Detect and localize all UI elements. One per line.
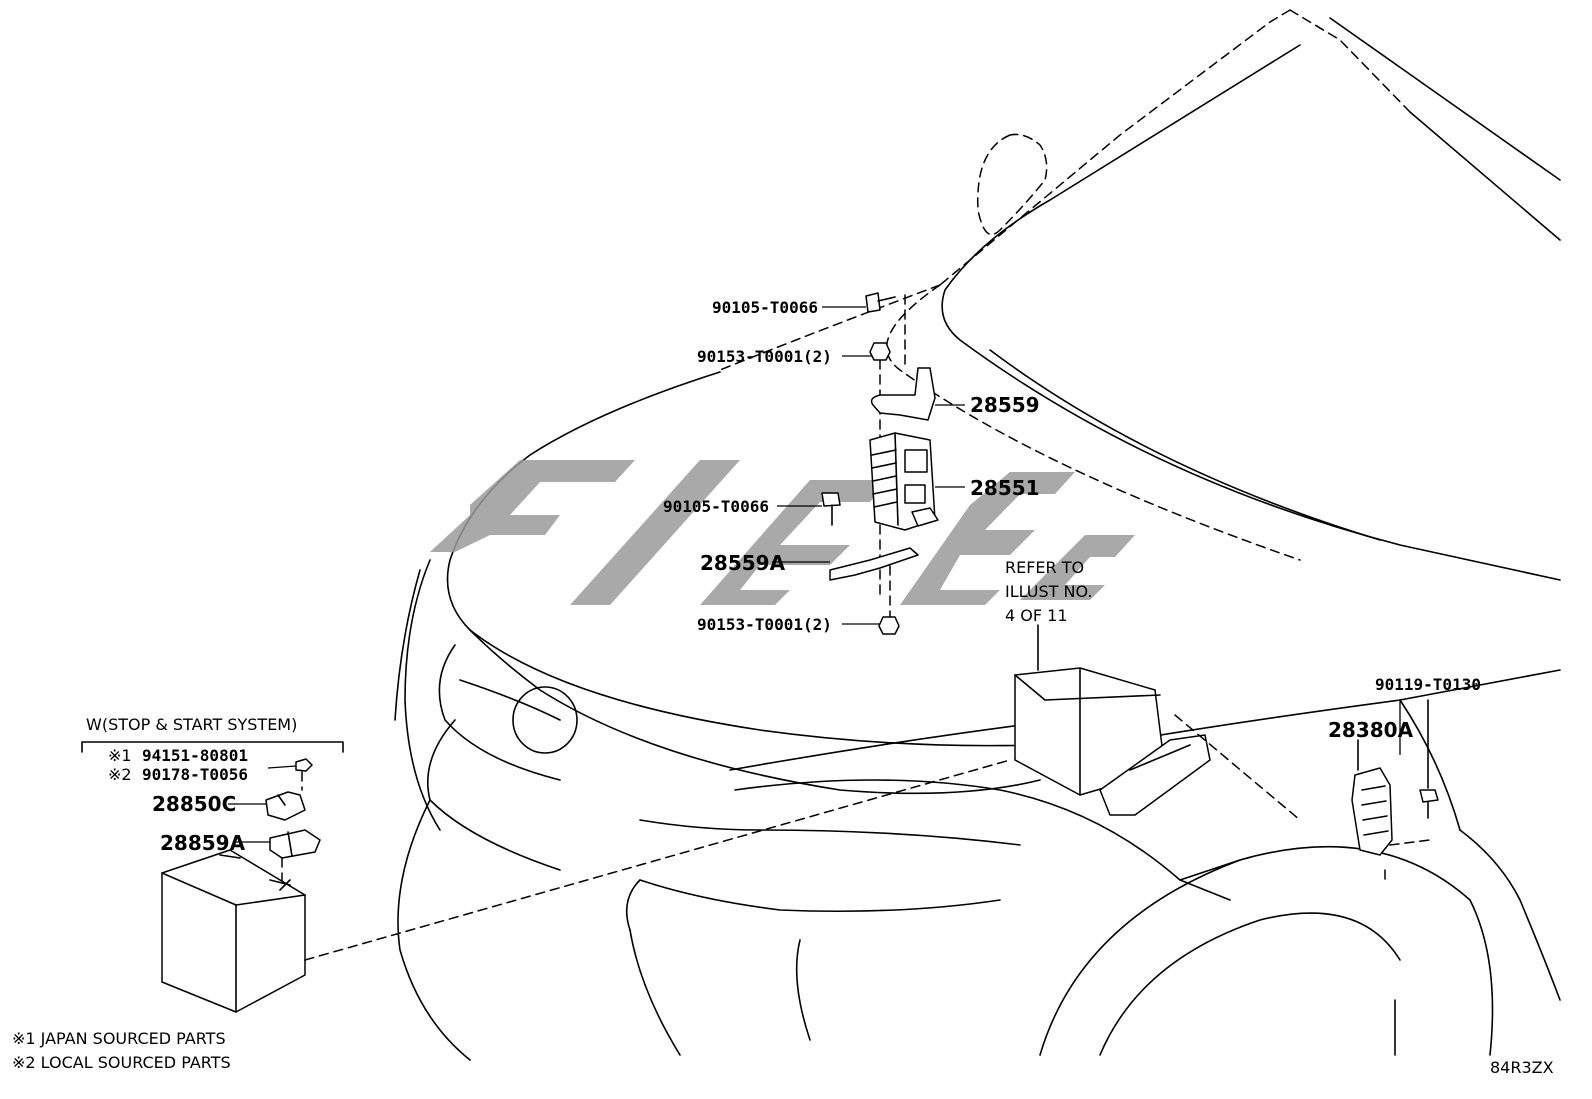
watermark-stroke-4 [900,472,1075,605]
refer-note-line1: REFER TO [1005,558,1084,577]
stop-start-part2: 90178-T0056 [142,765,248,784]
bolt-right-icon [1419,699,1439,819]
battery-assembly [81,741,1011,1013]
center-relay-assembly [821,292,939,635]
watermark-logo [430,460,1135,605]
bolt-icon [865,292,896,313]
nut-bottom-icon [878,616,900,635]
refer-note-line2: ILLUST NO. [1005,582,1092,601]
callout-relay-unit: 28551 [970,476,1040,500]
watermark-stroke-5 [1020,535,1135,600]
watermark-stroke-3 [700,480,890,605]
legend-note2: ※2 LOCAL SOURCED PARTS [12,1053,231,1072]
vehicle-outline [394,9,1561,1061]
illustration-code: 84R3ZX [1490,1058,1554,1077]
callout-bolt-mid: 90105-T0066 [663,497,769,516]
nut-icon [869,342,891,361]
stop-start-part2-mark: ※2 [108,765,132,784]
stop-start-part1: 94151-80801 [142,746,248,765]
callout-bracket-a: 28559A [700,551,786,575]
callout-sensor-bracket: 28380A [1328,718,1414,742]
watermark-stroke-1 [430,460,635,552]
refer-note-line3: 4 OF 11 [1005,606,1068,625]
fuse-box-assembly [1014,624,1301,821]
callout-nut-top: 90153-T0001(2) [697,347,832,366]
watermark-stroke-2 [570,460,740,605]
stop-start-part1-mark: ※1 [108,746,132,765]
callout-bracket: 28559 [970,393,1040,417]
bracket-28559-shape [870,367,936,421]
sensor-bracket-assembly [1351,699,1439,881]
relay-unit-shape [869,432,939,531]
stop-start-heading: W(STOP & START SYSTEM) [86,715,297,734]
bracket-28559a-shape [829,547,919,581]
legend-note1: ※1 JAPAN SOURCED PARTS [12,1029,226,1048]
callout-clamp: 28859A [160,831,246,855]
callout-nut-bottom: 90153-T0001(2) [697,615,832,634]
callout-bolt-right: 90119-T0130 [1375,675,1481,694]
callout-bolt-top: 90105-T0066 [712,298,818,317]
bolt-mid-icon [821,492,841,526]
callout-terminal: 28850C [152,792,236,816]
